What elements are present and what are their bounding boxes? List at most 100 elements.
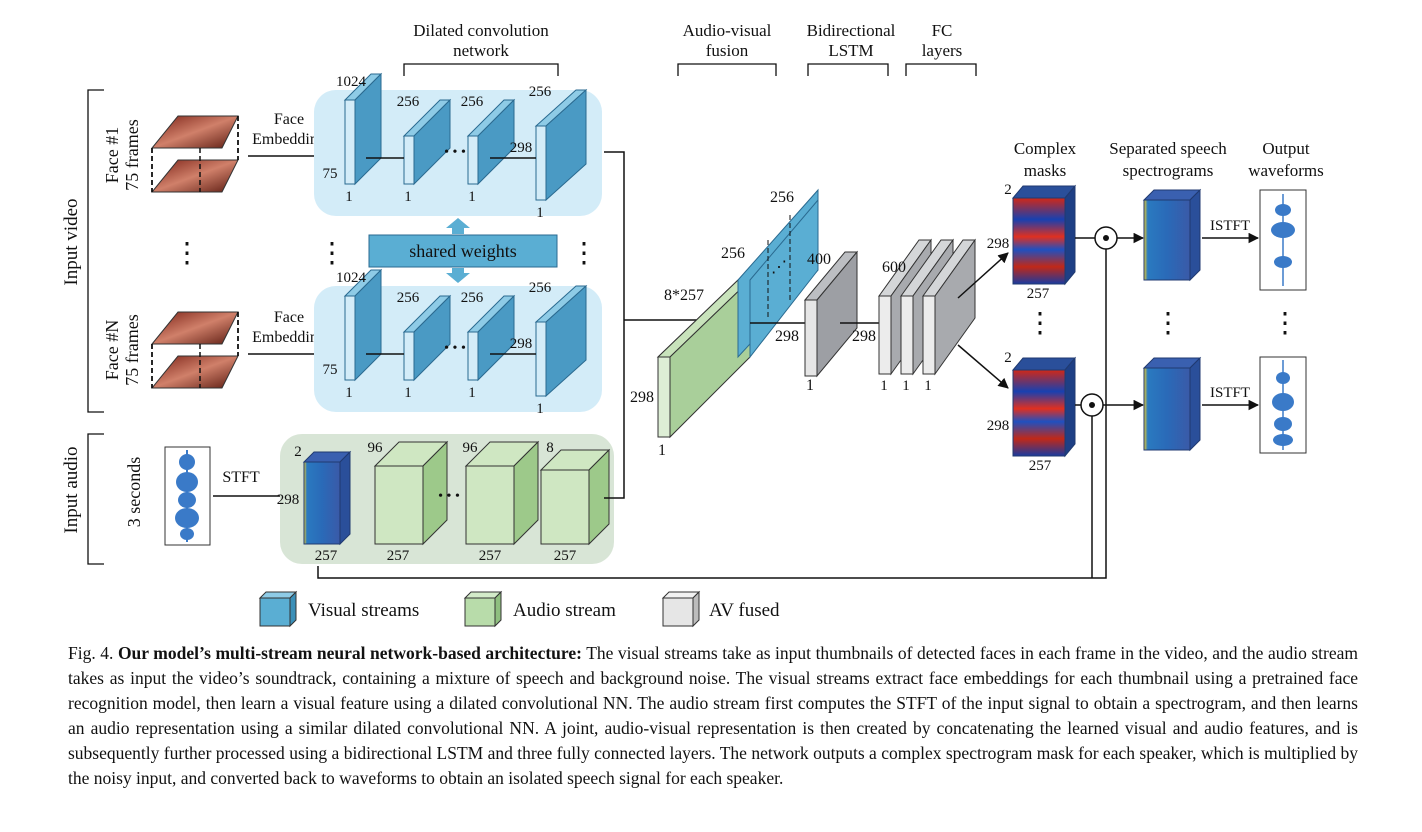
visual-block-front — [535, 321, 547, 397]
fc-dim-bottom: 1 — [902, 378, 910, 394]
masks-title-1: Complex — [1014, 139, 1077, 158]
output-waveform-2 — [1259, 356, 1307, 454]
visual-dim-bottom: 1 — [536, 401, 544, 417]
visual-dim-bottom: 1 — [404, 385, 412, 401]
separated-spectrogram-1 — [1142, 188, 1202, 282]
legend-visual-swatch — [258, 590, 298, 628]
lstm-bracket — [807, 63, 889, 76]
figure-caption: Fig. 4. Our model’s multi-stream neural … — [68, 641, 1358, 791]
visual-stream-panel-N — [314, 286, 602, 412]
visual-dim-bottom: 1 — [345, 189, 353, 205]
shared-weights-box — [368, 234, 558, 268]
audio-block-front — [465, 465, 515, 545]
visual-dim-side: 298 — [510, 140, 533, 156]
visual-stream-panel-1 — [314, 90, 602, 216]
vertical-ellipsis-waves: ⋮ — [1271, 308, 1299, 339]
audio-dim-side: 298 — [277, 492, 300, 508]
legend-visual-label: Visual streams — [308, 600, 419, 621]
legend-audio-swatch — [463, 590, 503, 628]
spectro-title-1: Separated speech — [1109, 139, 1227, 158]
audio-ellipsis: • • • — [438, 489, 460, 504]
fc-block-front — [922, 295, 936, 375]
face1-label: Face #1 — [102, 127, 122, 183]
caption-text: The visual streams take as input thumbna… — [68, 643, 1359, 788]
lstm-label-2: LSTM — [828, 41, 873, 60]
mask1-bottom-dim: 257 — [1027, 286, 1050, 302]
fusion-bracket — [677, 63, 777, 76]
fusion-block: ⋰ — [656, 188, 819, 439]
audio-block-front — [540, 469, 590, 545]
audio-duration-label: 3 seconds — [124, 457, 144, 528]
fusion-height: 298 — [630, 389, 654, 406]
visual-dim-top: 1024 — [336, 74, 367, 90]
visual-dim-side: 75 — [323, 362, 338, 378]
shared-down-arrow — [446, 273, 470, 283]
lstm-block — [803, 250, 859, 378]
visual-dim-side: 75 — [323, 166, 338, 182]
visual-dim-top: 256 — [529, 84, 552, 100]
fc-block-front — [878, 295, 892, 375]
fc-label-2: layers — [922, 41, 963, 60]
face1-thumbnails — [150, 115, 239, 193]
legend-fused-label: AV fused — [709, 600, 780, 621]
complex-mask-1 — [1011, 184, 1077, 286]
fc-to-mask2-arrow — [957, 344, 1009, 389]
visual-dim-bottom: 1 — [468, 189, 476, 205]
dilated-label-1: Dilated convolution — [413, 21, 549, 40]
caption-bold: Our model’s multi-stream neural network-… — [117, 643, 582, 663]
vertical-ellipsis-right: ⋮ — [570, 238, 598, 269]
face-embedding-label-Na: Face — [274, 309, 304, 326]
visual-dim-side: 298 — [510, 336, 533, 352]
input-video-bracket — [87, 89, 104, 413]
fc-dim-bottom: 1 — [924, 378, 932, 394]
multiply-node-2 — [1080, 393, 1104, 417]
istft-label-1: ISTFT — [1210, 218, 1250, 234]
face1-frames: 75 frames — [122, 119, 142, 190]
audio-dim-bottom: 257 — [315, 548, 338, 564]
visual-dim-bottom: 1 — [536, 205, 544, 221]
fusion-concat-dim: 8*257 — [664, 287, 704, 304]
visual-dim-top: 256 — [397, 94, 420, 110]
output-waveform-1 — [1259, 189, 1307, 291]
fc-dim-bottom: 1 — [880, 378, 888, 394]
audio-dim-bottom: 257 — [479, 548, 502, 564]
fc-block-front — [900, 295, 914, 375]
mask2-side-dim: 298 — [987, 418, 1010, 434]
visual-ellipsis: • • • — [444, 341, 466, 356]
vertical-ellipsis-masks: ⋮ — [1026, 308, 1054, 339]
mask1-side-dim: 298 — [987, 236, 1010, 252]
visual-block-front — [344, 99, 356, 185]
lstm-side-dim: 298 — [852, 328, 876, 345]
visual-dim-bottom: 1 — [345, 385, 353, 401]
mask1-top-dim: 2 — [1004, 182, 1012, 198]
faceN-frames: 75 frames — [122, 314, 142, 385]
vertical-ellipsis-faces: ⋮ — [173, 238, 201, 269]
legend-audio-label: Audio stream — [513, 600, 616, 621]
input-audio-bracket — [87, 433, 104, 565]
istft-label-2: ISTFT — [1210, 385, 1250, 401]
faceN-label: Face #N — [102, 320, 122, 380]
audio-dim-top: 8 — [546, 440, 554, 456]
audio-dim-top: 2 — [294, 444, 302, 460]
legend: Visual streams Audio stream AV fused — [258, 590, 780, 628]
caption-prefix: Fig. 4. — [68, 643, 114, 663]
visual-dim-top: 256 — [529, 280, 552, 296]
audio-block-front — [374, 465, 424, 545]
fusion-visual-dim2: 256 — [721, 245, 745, 262]
audio-dim-top: 96 — [463, 440, 479, 456]
vertical-ellipsis-left: ⋮ — [318, 238, 346, 269]
shared-down-stem — [452, 268, 464, 274]
complex-mask-2 — [1011, 356, 1077, 458]
face-embedding-label-1b: Embedding — [252, 131, 326, 148]
audio-dim-top: 96 — [368, 440, 384, 456]
stft-label: STFT — [222, 469, 260, 486]
vertical-ellipsis-spectro: ⋮ — [1154, 308, 1182, 339]
architecture-diagram: Input video Input audio Face #1 75 frame… — [61, 21, 1324, 628]
face-embedding-label-1a: Face — [274, 111, 304, 128]
visual-dim-bottom: 1 — [404, 189, 412, 205]
legend-fused-swatch — [661, 590, 701, 628]
